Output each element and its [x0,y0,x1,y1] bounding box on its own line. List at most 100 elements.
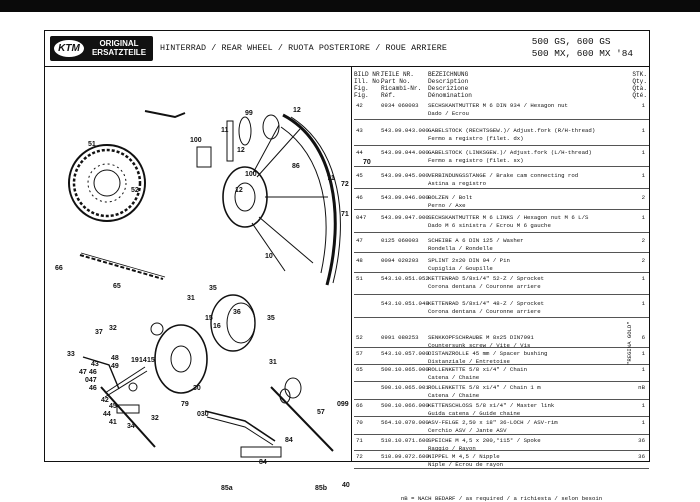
row-part-number: 543.09.043.000 [381,127,429,134]
row-description: VERBINDUNGSSTANGE / Brake cam connecting… [428,172,578,188]
row-fig-number: 047 [356,214,367,221]
callout-33: 33 [67,351,75,358]
row-description: SECHSKANTMUTTER M 6 DIN 934 / Hexagon nu… [428,102,568,118]
row-description-line: SECHSKANTMUTTER M 6 LINKS / Hexagon nut … [428,214,589,221]
callout-34: 34 [127,423,135,430]
ktm-logo: KTM ORIGINAL ERSATZTEILE [50,36,153,61]
row-part-number: 543.09.045.000 [381,172,429,179]
row-description-line: Astina a registro [428,179,487,187]
callout-44: 44 [103,411,111,418]
callout-32: 32 [109,325,117,332]
axle-drawing [100,386,334,452]
model-line-2: 500 MX, 600 MX '84 [531,48,633,59]
row-part-number: 500.10.065.001 [381,384,429,391]
row-description-line: SCHEIBE A 6 DIN 125 / Washer [428,237,524,244]
row-part-number: 543.10.051.048 [381,300,429,307]
row-part-number: 500.10.066.000 [381,402,429,409]
callout-19: 19 [131,357,139,364]
callout-43: 43 [91,361,99,368]
row-description-line: ROLLENKETTE 5/8 x1/4" / Chain [428,366,527,373]
column-divider [351,67,353,461]
catalog-page-frame: KTM ORIGINAL ERSATZTEILE HINTERRAD / REA… [44,30,650,502]
row-description-line: Rondella / Rondelle [428,244,493,252]
header-fig-en: Ill. No. [354,78,384,85]
header-desc-de: BEZEICHNUNG [428,71,469,78]
row-quantity: 2 [641,257,645,264]
rim-drawing [280,113,341,286]
callout-45: 45 [109,403,117,410]
header-desc-fr: Dénomination [428,92,472,99]
row-quantity: nB [638,384,645,391]
callout-57: 57 [317,409,325,416]
row-description-line: KETTENSCHLOSS 5/8 x1/4" / Master link [428,402,555,409]
header-fig-de: BILD NR. [354,71,384,78]
row-description: SECHSKANTMUTTER M 6 LINKS / Hexagon nut … [428,214,588,230]
header-part-it: Ricambi-Nr. [381,85,422,92]
header-fig-column: BILD NR. Ill. No. Fig. Fig. [354,71,383,99]
row-fig-number: 65 [356,366,363,373]
page-title: HINTERRAD / REAR WHEEL / RUOTA POSTERIOR… [160,43,448,53]
page-header: KTM ORIGINAL ERSATZTEILE HINTERRAD / REA… [45,31,649,67]
callout-14: 14 [139,357,147,364]
header-qty-fr: Qté. [632,92,647,99]
callout-100b: 100 [245,171,257,178]
row-description-line: Catena / Chaine [428,373,480,381]
row-fig-number: 42 [356,102,363,109]
row-description-line: Corona dentana / Couronne arriere [428,307,541,315]
row-description-line: ROLLENKETTE 5/8 x1/4" / Chain 1 m [428,384,541,391]
callout-12b: 12 [237,147,245,154]
header-part-en: Part No. [381,78,411,85]
row-fig-number: 52 [356,334,363,341]
row-quantity: 1 [641,300,645,307]
callout-15b: 15 [147,357,155,364]
header-part-column: TEILE NR. Part No. Ricambi-Nr. Réf. [381,71,421,99]
row-quantity: 1 [641,419,645,426]
row-fig-number: 71 [356,437,363,444]
footer-note: nB = NACH BEDARF / as required / a richi… [400,495,603,502]
row-description-line: Dado M 6 sinistra / Ecrou M 6 gauche [428,221,551,229]
header-part-de: TEILE NR. [381,71,414,78]
callout-12: 12 [293,107,301,114]
exploded-parts-diagram: 99 12 100 11 12 51 70 86 52 72 71 71 100… [45,67,371,492]
callout-42: 42 [101,397,109,404]
row-description-line: Dado / Ecrou [428,109,469,117]
callout-84: 84 [285,437,293,444]
header-qty-column: STK. Qty. Qtà. Qté. [632,71,647,99]
callout-46b: 46 [89,385,97,392]
header-desc-it: Descrizione [428,85,469,92]
row-quantity: 1 [641,127,645,134]
row-description-line: GABELSTOCK (RECHTSGEW.)/ Adjust.fork (R/… [428,127,596,134]
row-quantity: 6 [641,334,645,341]
header-part-fr: Réf. [381,92,396,99]
callout-85b: 85b [315,485,328,492]
row-description-line: Corona dentana / Couronne arriere [428,282,541,290]
row-quantity: 2 [641,194,645,201]
callout-85a: 85a [221,485,233,492]
callout-52: 52 [131,187,139,194]
row-description-line: BOLZEN / Bolt [428,194,473,201]
row-description-line: Guida catena / Guide chaine [428,409,521,417]
model-list: 500 GS, 600 GS 500 MX, 600 MX '84 [532,36,633,60]
row-part-number: 543.09.047.000 [381,214,429,221]
callout-72: 72 [341,181,349,188]
row-fig-number: 72 [356,453,363,460]
row-description-line: Cerchio ASV / Jante ASV [428,426,507,434]
page-number: 40 [342,482,350,489]
header-qty-de: STK. [632,71,647,78]
row-quantity: 1 [641,402,645,409]
row-fig-number: 44 [356,149,363,156]
row-description-line: SPEICHE M 4,5 x 200,°115° / Spoke [428,437,541,444]
